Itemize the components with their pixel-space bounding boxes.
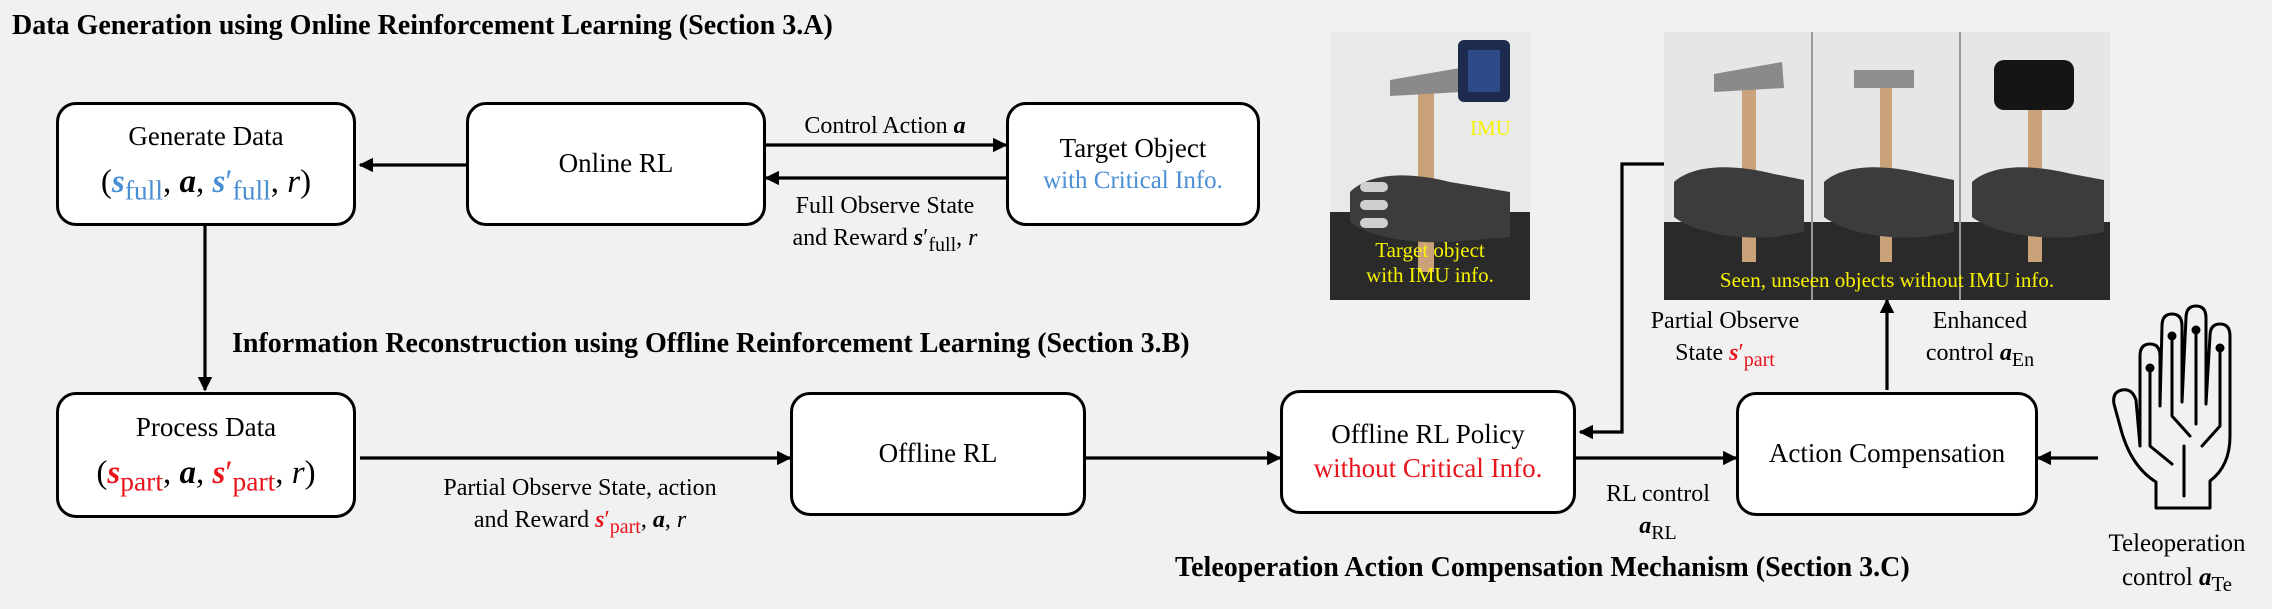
- action-compensation-box: Action Compensation: [1736, 392, 2038, 516]
- imu-label: IMU: [1470, 116, 1511, 140]
- online-rl-box: Online RL: [466, 102, 766, 226]
- glove-icon: [2112, 304, 2232, 510]
- section-title-offline: Information Reconstruction using Offline…: [232, 328, 1190, 359]
- teleoperation-label: Teleoperation control aTe: [2108, 530, 2246, 596]
- target-object-sub: with Critical Info.: [1043, 167, 1223, 195]
- offline-rl-box: Offline RL: [790, 392, 1086, 516]
- section-title-teleop: Teleoperation Action Compensation Mechan…: [1175, 552, 1910, 583]
- action-compensation-label: Action Compensation: [1768, 438, 2006, 469]
- online-rl-label: Online RL: [558, 148, 674, 179]
- offline-policy-sub: without Critical Info.: [1313, 453, 1543, 483]
- offline-policy-box: Offline RL Policy without Critical Info.: [1280, 390, 1576, 514]
- hand-hammer-illustration: [1330, 32, 1530, 300]
- generate-data-label: Generate Data: [128, 121, 284, 152]
- process-data-box: Process Data (spart, a, s′part, r): [56, 392, 356, 518]
- objects-caption: Seen, unseen objects without IMU info.: [1719, 268, 2055, 292]
- offline-policy-label: Offline RL Policy: [1331, 419, 1525, 450]
- target-object-box: Target Object with Critical Info.: [1006, 102, 1260, 226]
- offline-rl-label: Offline RL: [878, 438, 998, 469]
- section-title-online: Data Generation using Online Reinforceme…: [12, 10, 833, 41]
- enhanced-control-label: Enhanced control aEn: [1925, 308, 2035, 372]
- process-data-formula: (spart, a, s′part, r): [96, 454, 316, 497]
- generate-data-formula: (sfull, a, s′full, r): [100, 163, 312, 206]
- control-action-label: Control Action a: [804, 113, 966, 139]
- objects-photo-strip: Seen, unseen objects without IMU info.: [1664, 32, 2110, 300]
- full-observe-label: Full Observe State and Reward s′full, r: [792, 193, 978, 257]
- target-object-label: Target Object: [1059, 132, 1207, 163]
- target-caption: Target object with IMU info.: [1366, 238, 1494, 288]
- arrow-photos-to-policy: [1578, 162, 1664, 440]
- partial-observe-label: Partial Observe State s′part: [1650, 308, 1800, 372]
- process-data-label: Process Data: [135, 412, 277, 443]
- generate-data-box: Generate Data (sfull, a, s′full, r): [56, 102, 356, 226]
- objects-illustration: [1664, 32, 2110, 300]
- partial-observe-action-label: Partial Observe State, action and Reward…: [443, 475, 717, 539]
- target-object-photo: IMU Target object with IMU info.: [1330, 32, 1530, 300]
- rl-control-label: RL control aRL: [1606, 481, 1710, 545]
